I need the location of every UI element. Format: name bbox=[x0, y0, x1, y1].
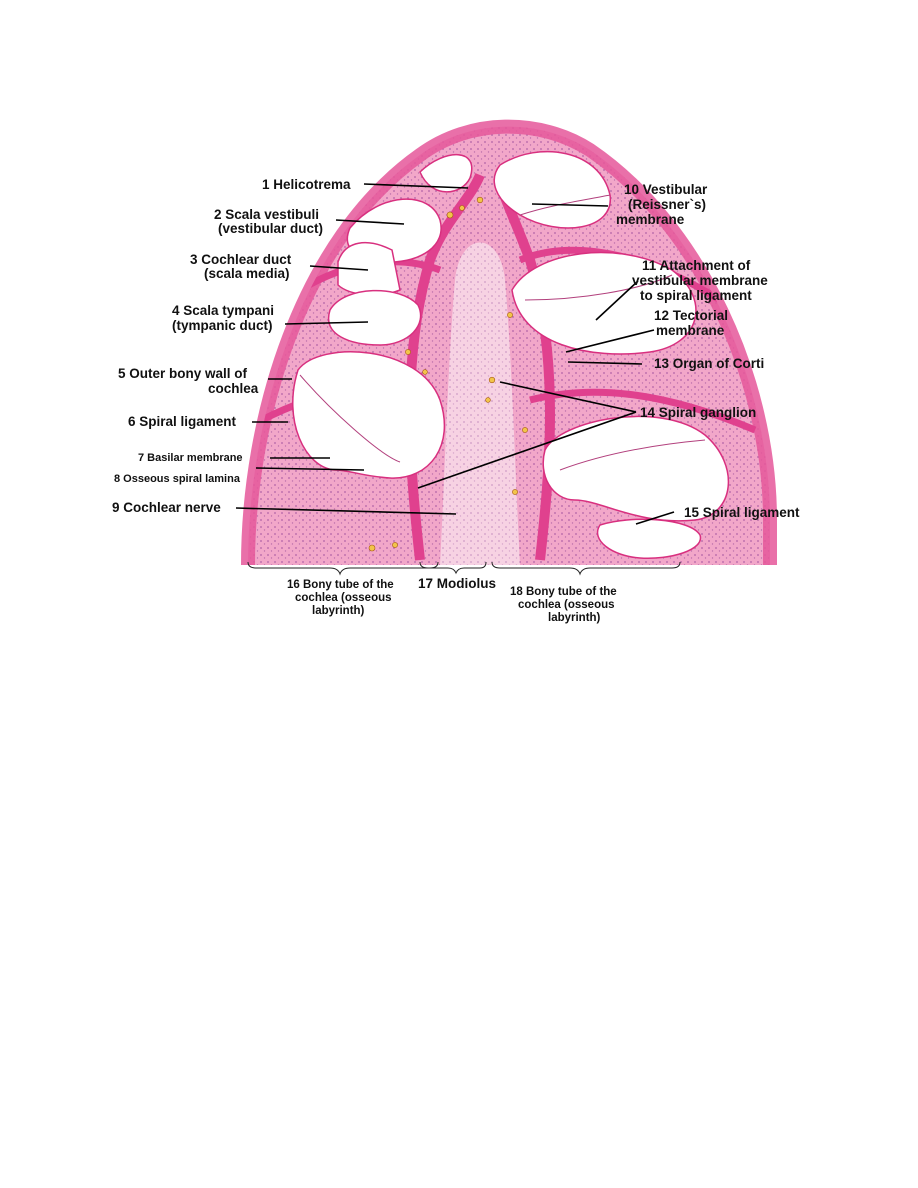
leader-14b bbox=[417, 411, 637, 489]
label-scala-tympani-sub: (tympanic duct) bbox=[172, 318, 273, 333]
lumen-apical-right bbox=[493, 150, 611, 229]
leader-4 bbox=[284, 321, 369, 325]
brace-17 bbox=[419, 561, 487, 575]
vestibular-membrane bbox=[559, 439, 706, 471]
label-cochlear-duct-sub: (scala media) bbox=[204, 266, 290, 281]
label-outer-bony-wall-sub: cochlea bbox=[208, 381, 259, 396]
label-vestibular-sub2: membrane bbox=[616, 212, 685, 227]
label-osseous-spiral-lamina: 8 Osseous spiral lamina bbox=[114, 473, 241, 485]
brace-18 bbox=[491, 561, 681, 576]
label-helicotrema: 1 Helicotrema bbox=[262, 177, 351, 192]
label-spiral-ligament-left: 6 Spiral ligament bbox=[128, 414, 237, 429]
label-vestibular: 10 Vestibular bbox=[624, 182, 708, 197]
lumen-middle-right-upper bbox=[511, 251, 697, 355]
label-tectorial: 12 Tectorial bbox=[654, 308, 728, 323]
label-tectorial-sub: membrane bbox=[656, 323, 725, 338]
vestibular-membrane bbox=[519, 194, 611, 216]
label-organ-of-corti: 13 Organ of Corti bbox=[654, 356, 764, 371]
label-cochlear-duct: 3 Cochlear duct bbox=[190, 252, 292, 267]
label-bony-tube-right-sub1: cochlea (osseous bbox=[518, 599, 615, 611]
lumen-helicotrema bbox=[419, 153, 473, 193]
cochlea-tissue bbox=[241, 119, 777, 566]
label-spiral-ligament-right: 15 Spiral ligament bbox=[684, 505, 800, 520]
label-scala-tympani: 4 Scala tympani bbox=[172, 303, 274, 318]
leader-13 bbox=[567, 361, 643, 365]
label-attachment: 11 Attachment of bbox=[642, 258, 751, 273]
modiolus-texture bbox=[440, 242, 520, 565]
leader-3 bbox=[309, 265, 369, 271]
label-scala-vestibuli-sub: (vestibular duct) bbox=[218, 221, 323, 236]
leader-2 bbox=[335, 219, 405, 225]
label-modiolus: 17 Modiolus bbox=[418, 576, 496, 591]
label-bony-tube-left: 16 Bony tube of the bbox=[287, 579, 394, 591]
label-attachment-sub2: to spiral ligament bbox=[640, 288, 752, 303]
label-basilar-membrane: 7 Basilar membrane bbox=[138, 452, 243, 464]
leader-12 bbox=[565, 329, 655, 353]
leader-14a bbox=[499, 381, 637, 413]
label-scala-vestibuli: 2 Scala vestibuli bbox=[214, 207, 319, 222]
leader-lines bbox=[235, 183, 675, 525]
label-cochlear-nerve: 9 Cochlear nerve bbox=[112, 500, 221, 515]
lumen-basal-left bbox=[292, 351, 446, 479]
vestibular-membrane bbox=[524, 274, 673, 301]
label-outer-bony-wall: 5 Outer bony wall of bbox=[118, 366, 248, 381]
bony-septum bbox=[529, 388, 757, 434]
leader-10 bbox=[531, 203, 609, 207]
label-bony-tube-right: 18 Bony tube of the bbox=[510, 586, 617, 598]
label-bony-tube-left-sub1: cochlea (osseous bbox=[295, 592, 392, 604]
lumen-cochlear-duct-left bbox=[337, 242, 401, 296]
lumen-scala-tympani-left bbox=[327, 289, 422, 346]
leader-1 bbox=[363, 183, 469, 189]
leader-8 bbox=[255, 467, 365, 471]
bony-septum bbox=[405, 172, 485, 561]
spiral-ganglion-cells bbox=[368, 196, 528, 552]
label-spiral-ganglion: 14 Spiral ganglion bbox=[640, 405, 756, 420]
label-bony-tube-right-sub2: labyrinth) bbox=[548, 612, 601, 624]
leader-9 bbox=[235, 507, 457, 515]
label-attachment-sub1: vestibular membrane bbox=[632, 273, 768, 288]
vestibular-membrane bbox=[299, 374, 401, 463]
outer-bony-wall bbox=[241, 119, 777, 566]
bottom-braces bbox=[247, 561, 681, 576]
label-vestibular-sub1: (Reissner`s) bbox=[628, 197, 706, 212]
leader-15 bbox=[635, 511, 675, 525]
labels: 1 Helicotrema 2 Scala vestibuli (vestibu… bbox=[112, 177, 800, 624]
leader-11 bbox=[595, 280, 639, 321]
label-bony-tube-left-sub2: labyrinth) bbox=[312, 605, 365, 617]
